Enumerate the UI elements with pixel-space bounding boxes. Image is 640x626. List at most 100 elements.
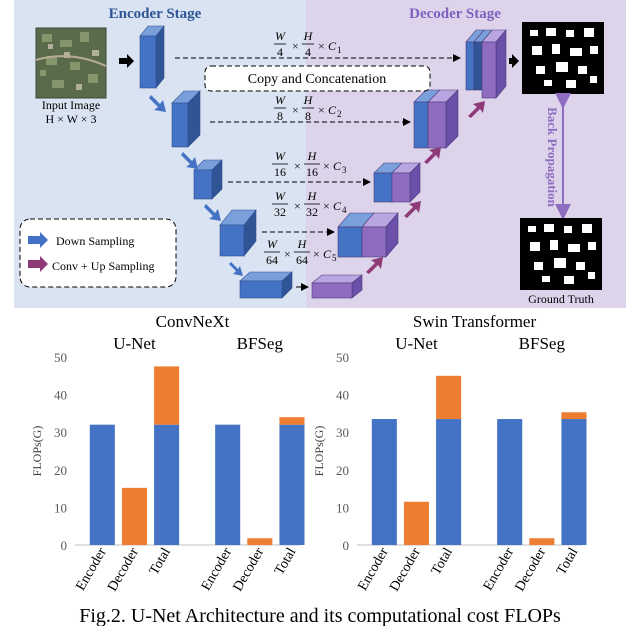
encoder-block-2 [171,90,201,148]
svg-text:×: × [318,103,325,117]
legend-up-sampling: Conv + Up Sampling [52,259,154,273]
svg-text:3: 3 [342,165,347,175]
decoder-block-4 [337,212,399,258]
svg-text:16: 16 [274,165,286,179]
chart-title: Swin Transformer [413,312,537,331]
bar-unet-total-s1 [436,419,462,545]
svg-text:×: × [284,247,291,261]
y-tick-label: 40 [336,388,349,403]
copy-concat-label: Copy and Concatenation [248,72,386,87]
y-tick-label: 50 [54,350,67,365]
decoder-block-3 [373,162,421,203]
chart-1: ConvNeXt01020304050FLOPs(G)U-NetEncoderD… [30,312,305,594]
encoder-blocks [139,25,293,299]
input-arrow [119,54,134,68]
svg-text:×: × [294,199,301,213]
encoder-stage-title: Encoder Stage [109,6,202,22]
bar-bfseg-total-s2 [279,417,305,425]
skip-connections [175,54,461,291]
svg-text:H: H [303,93,314,107]
x-tick-label: Decoder [231,545,268,594]
decoder-block-1 [465,29,507,99]
group-label: BFSeg [237,334,284,353]
x-tick-label: Total [272,545,299,577]
svg-text:×: × [318,39,325,53]
output-arrow [509,54,519,68]
svg-text:W: W [275,189,286,203]
bar-unet-decoder-s2 [403,501,429,545]
x-tick-label: Decoder [387,545,424,594]
svg-text:32: 32 [274,205,286,219]
svg-text:64: 64 [296,253,308,267]
group-label: U-Net [395,334,438,353]
svg-text:5: 5 [332,253,337,263]
bar-bfseg-total-s1 [279,424,305,545]
svg-text:C: C [328,103,337,117]
skip-label-5: W 64 × H 64 × C 5 [264,237,337,267]
y-tick-label: 0 [61,538,68,553]
svg-text:H: H [307,149,318,163]
svg-text:W: W [275,29,286,43]
svg-text:×: × [294,159,301,173]
bar-unet-encoder-s1 [89,424,115,545]
skip-labels: W 4 × H 4 × C 1 W 8 × H 8 × C [264,29,347,267]
svg-text:×: × [313,247,320,261]
svg-text:C: C [333,199,342,213]
skip-label-4: W 32 × H 32 × C 4 [272,189,347,219]
bar-bfseg-total-s1 [561,419,587,545]
y-axis-label: FLOPs(G) [30,426,44,477]
decoder-blocks [311,29,507,299]
svg-text:1: 1 [337,45,342,55]
ground-truth-label: Ground Truth [528,292,594,306]
down-sampling-arrows [149,95,243,276]
bar-unet-total-s2 [154,366,180,425]
x-tick-label: Decoder [513,545,550,594]
svg-text:C: C [333,159,342,173]
y-tick-label: 0 [343,538,350,553]
y-tick-label: 50 [336,350,349,365]
decoder-block-2 [413,89,459,149]
group-label: BFSeg [519,334,566,353]
x-tick-label: Total [554,545,581,577]
bar-bfseg-total-s2 [561,412,587,420]
bar-unet-decoder-s2 [121,487,147,545]
svg-text:8: 8 [277,109,283,123]
input-image-label: Input Image [42,98,100,112]
encoder-block-4 [219,209,257,257]
svg-text:W: W [267,237,278,251]
encoder-block-1 [139,25,165,89]
ground-truth-mask [520,218,602,290]
y-tick-label: 10 [336,500,349,515]
up-sampling-legend-arrow [28,256,48,272]
flops-charts: ConvNeXt01020304050FLOPs(G)U-NetEncoderD… [30,312,587,594]
x-tick-label: Total [147,545,174,577]
legend-down-sampling: Down Sampling [56,234,134,248]
diagram-legend: Down Sampling Conv + Up Sampling [19,218,177,288]
svg-text:64: 64 [266,253,278,267]
svg-text:16: 16 [306,165,318,179]
input-image [35,27,107,99]
chart-title: ConvNeXt [156,312,230,331]
figure-caption: Fig.2. U-Net Architecture and its comput… [79,605,561,626]
svg-text:W: W [275,93,286,107]
svg-text:H: H [303,29,314,43]
copy-concat-box [204,65,431,92]
y-tick-label: 40 [54,388,67,403]
encoder-block-3 [193,159,223,200]
svg-text:H: H [307,189,318,203]
skip-label-3: W 16 × H 16 × C 3 [272,149,347,179]
svg-text:×: × [323,199,330,213]
bar-bfseg-decoder-s2 [247,538,273,545]
group-label: U-Net [113,334,156,353]
encoder-block-5 [239,271,293,299]
bar-unet-total-s1 [154,424,180,545]
svg-text:4: 4 [277,45,283,59]
chart-2: Swin Transformer01020304050FLOPs(G)U-Net… [312,312,587,594]
y-axis-label: FLOPs(G) [312,426,326,477]
svg-text:×: × [292,103,299,117]
up-sampling-arrows [366,101,485,274]
svg-text:32: 32 [306,205,318,219]
svg-text:8: 8 [305,109,311,123]
bar-bfseg-encoder-s1 [497,419,523,545]
svg-text:C: C [323,247,332,261]
